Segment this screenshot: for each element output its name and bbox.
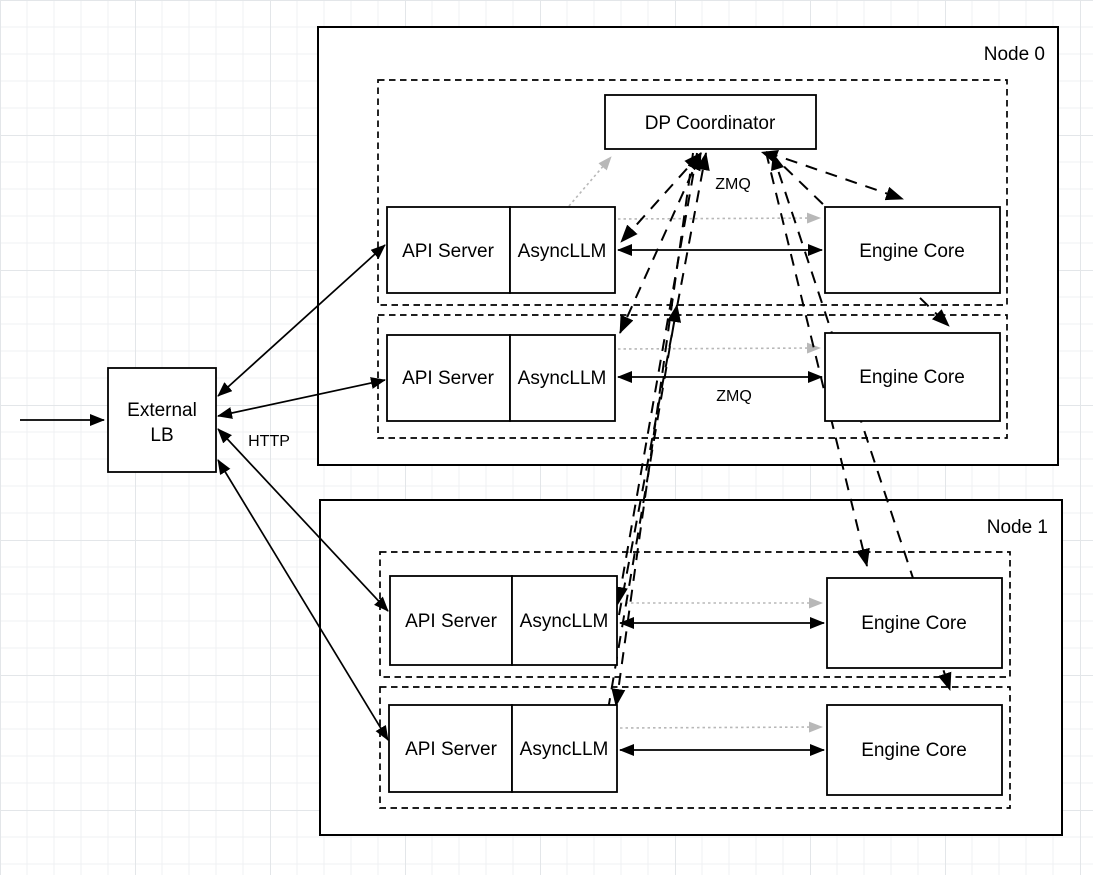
edge-dashed-coordinator-async-n1r0	[614, 152, 698, 605]
edge-dashed-async-n1r1-up	[607, 304, 682, 711]
http-label: HTTP	[248, 433, 290, 450]
node0-label: Node 0	[984, 44, 1045, 65]
dp-coordinator-label: DP Coordinator	[645, 113, 776, 134]
api-server-box-n1r0	[389, 575, 513, 666]
edge-dashed-coordinator-engine-n0r0	[765, 151, 904, 201]
api-server-label-n0r1: API Server	[402, 368, 495, 389]
node1-label: Node 1	[987, 517, 1048, 538]
asyncllm-label-n0r1: AsyncLLM	[518, 368, 607, 389]
edge-http-lb-api-n1r1	[217, 459, 389, 741]
edge-http-lb-api-n0r0	[217, 244, 386, 397]
zmq-label-coordinator: ZMQ	[715, 176, 751, 193]
edge-dotted-async-engine-n0r1	[617, 342, 821, 354]
asyncllm-label-n0r0: AsyncLLM	[518, 241, 607, 262]
engine-core-box-n0r0	[824, 206, 1001, 294]
external-lb-box	[107, 367, 217, 473]
edges	[20, 150, 952, 756]
api-server-label-n1r0: API Server	[405, 611, 498, 632]
engine-core-label-n1r0: Engine Core	[861, 613, 967, 634]
asyncllm-label-n1r0: AsyncLLM	[520, 611, 609, 632]
asyncllm-box-n0r1	[509, 334, 616, 422]
api-server-label-n1r1: API Server	[405, 739, 498, 760]
external-lb-label-line2: LB	[150, 425, 173, 446]
node1-rank1-group	[379, 686, 1011, 809]
edge-dotted-async-engine-n1r1	[619, 721, 823, 733]
api-server-label-n0r0: API Server	[402, 241, 495, 262]
engine-core-box-n1r1	[826, 704, 1003, 796]
external-lb-label-line1: External	[127, 400, 197, 421]
asyncllm-label-n1r1: AsyncLLM	[520, 739, 609, 760]
arrowhead-engine-to-coordinator-2	[771, 153, 784, 171]
edge-dashed-coordinator-async-n0r1	[619, 152, 702, 334]
api-server-box-n1r1	[388, 704, 513, 793]
edge-dashed-async-n1r0-coordinator	[618, 152, 710, 616]
asyncllm-box-n1r1	[511, 704, 618, 793]
edge-http-lb-api-n0r1	[217, 377, 386, 419]
engine-core-box-n0r1	[824, 332, 1001, 422]
dp-coordinator-box	[604, 94, 817, 150]
api-server-box-n0r1	[386, 334, 511, 422]
zmq-label-engine: ZMQ	[716, 388, 752, 405]
asyncllm-box-n1r0	[511, 575, 618, 666]
component-boxes	[107, 94, 1003, 796]
api-server-box-n0r0	[386, 206, 511, 294]
labels: Node 0 Node 1 External LB DP Coordinator…	[127, 44, 1048, 761]
edge-dashed-coordinator-async-n1r1	[611, 152, 694, 707]
engine-core-label-n0r1: Engine Core	[859, 367, 965, 388]
engine-core-label-n0r0: Engine Core	[859, 241, 965, 262]
engine-core-box-n1r0	[826, 577, 1003, 669]
edge-dashed-coordinator-engine-n1r0	[765, 151, 870, 567]
engine-core-label-n1r1: Engine Core	[861, 740, 967, 761]
asyncllm-box-n0r0	[509, 206, 616, 294]
